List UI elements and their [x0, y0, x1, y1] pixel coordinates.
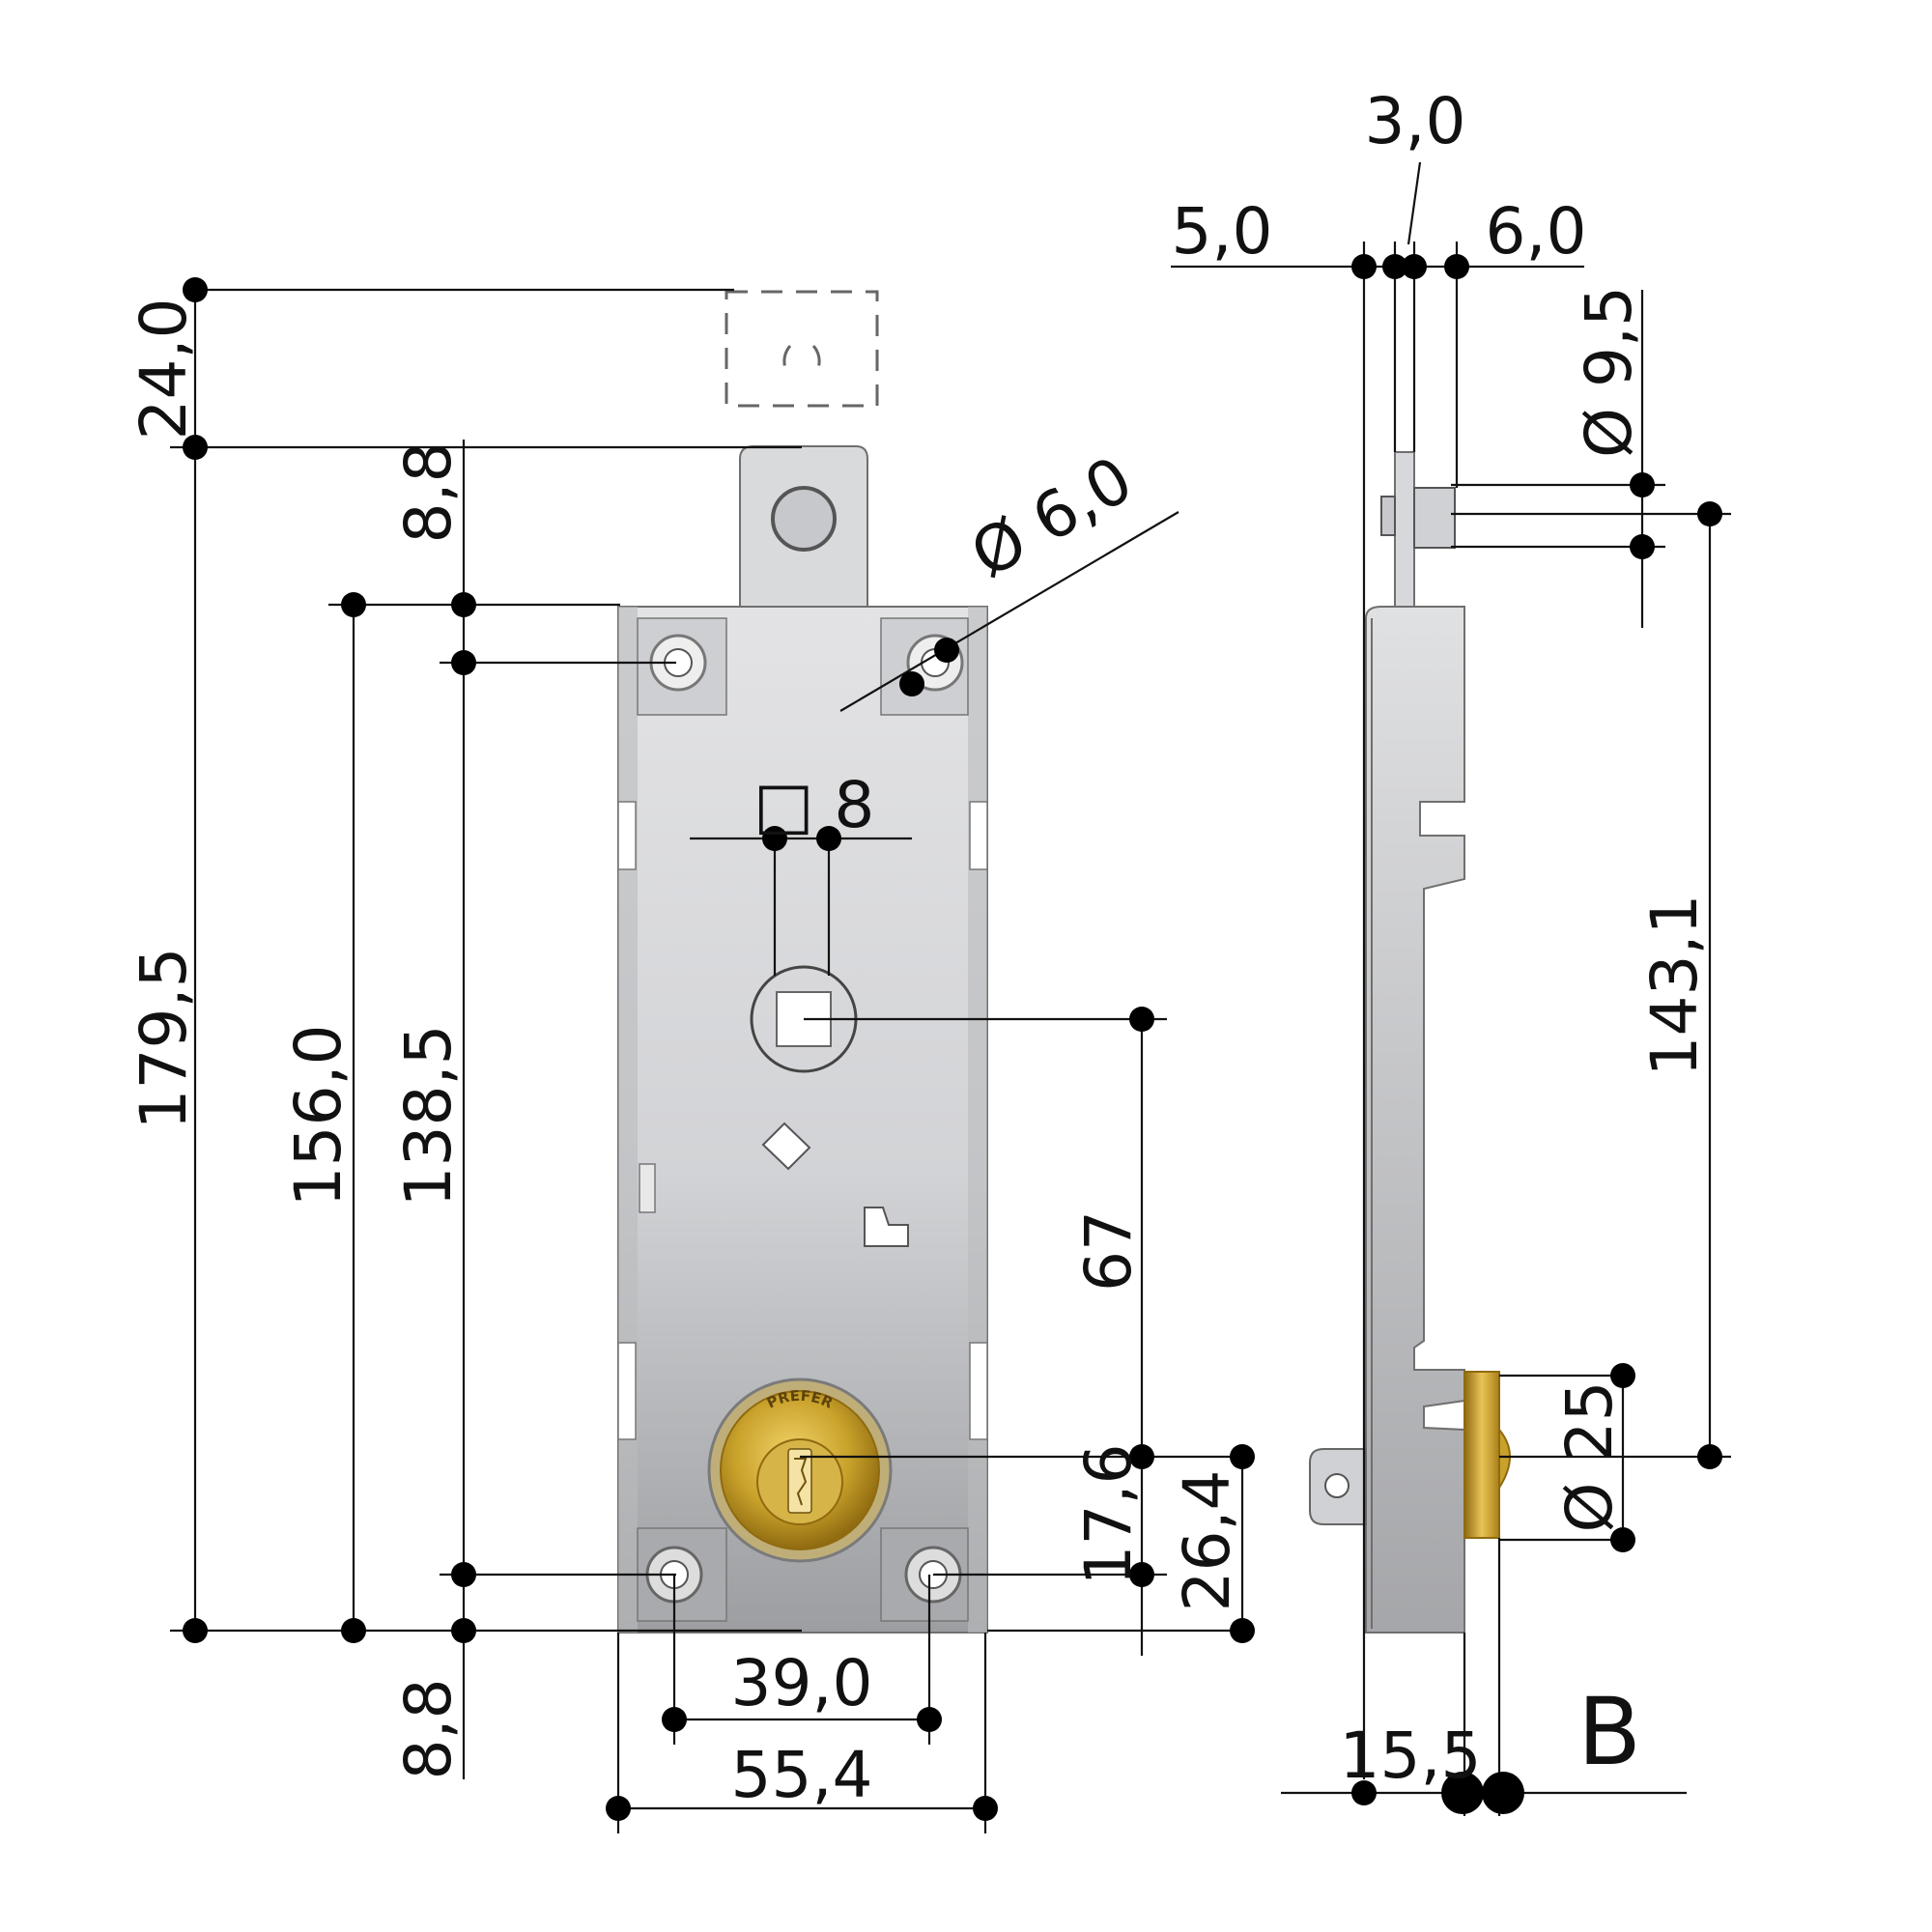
dim-offset-left: 5,0	[1172, 194, 1273, 269]
flange-notches	[617, 801, 988, 1440]
dim-hole-offset-top: 8,8	[391, 442, 466, 544]
dim-plate-width: 55,4	[731, 1738, 873, 1812]
dim-follower-to-cylinder: 67	[1071, 1210, 1146, 1292]
side-pin	[1413, 487, 1456, 549]
dim-hole-spacing-horizontal: 39,0	[731, 1646, 873, 1720]
side-cylinder-cap	[1498, 1427, 1511, 1492]
dim-pin-to-cylinder: 143,1	[1637, 895, 1712, 1077]
dim-pin-diameter: Ø 9,5	[1572, 286, 1646, 458]
diamond-marking	[761, 1122, 811, 1171]
bottom-raised-area	[637, 1527, 969, 1622]
side-pin-stub	[1380, 496, 1396, 536]
dim-screw-hole-diameter: Ø 6,0	[958, 442, 1145, 593]
dim-cylinder-to-bottom: 26,4	[1170, 1470, 1244, 1612]
dim-hole-spacing-vertical: 138,5	[391, 1025, 466, 1208]
phantom-tab-outline	[724, 290, 879, 408]
side-view-label: B	[1577, 1678, 1641, 1786]
right-flange	[968, 607, 987, 1633]
side-body	[1365, 606, 1465, 1634]
dim-hole-offset-bottom: 8,8	[391, 1679, 466, 1780]
dim-tab-height: 24,0	[127, 298, 201, 440]
phantom-tab-hole	[782, 345, 821, 378]
cylinder-lock: PREFER	[707, 1378, 893, 1563]
dim-plate-height: 156,0	[281, 1025, 355, 1208]
latch-marking	[864, 1207, 909, 1247]
side-rear-lug-hole	[1324, 1473, 1350, 1498]
side-cylinder	[1463, 1371, 1500, 1539]
side-clip	[639, 1163, 656, 1213]
dim-tab-thickness: 3,0	[1365, 84, 1466, 158]
mounting-tab-hole	[771, 486, 837, 552]
dim-square-follower: □ 8	[753, 768, 874, 842]
top-raised-area	[637, 617, 969, 716]
dim-side-depth: 15,5	[1340, 1719, 1482, 1793]
dimension-dots	[183, 254, 1722, 1821]
dim-cylinder-to-hole: 17,6	[1071, 1444, 1146, 1586]
left-flange	[618, 607, 638, 1633]
side-tab	[1394, 451, 1415, 608]
side-view	[1309, 451, 1511, 1634]
dimension-lines	[170, 161, 1731, 1833]
front-view: PREFER	[617, 290, 988, 1634]
dim-total-height: 179,5	[127, 948, 201, 1130]
dim-cylinder-diameter: Ø 25	[1552, 1381, 1627, 1533]
dim-offset-right: 6,0	[1486, 194, 1587, 269]
